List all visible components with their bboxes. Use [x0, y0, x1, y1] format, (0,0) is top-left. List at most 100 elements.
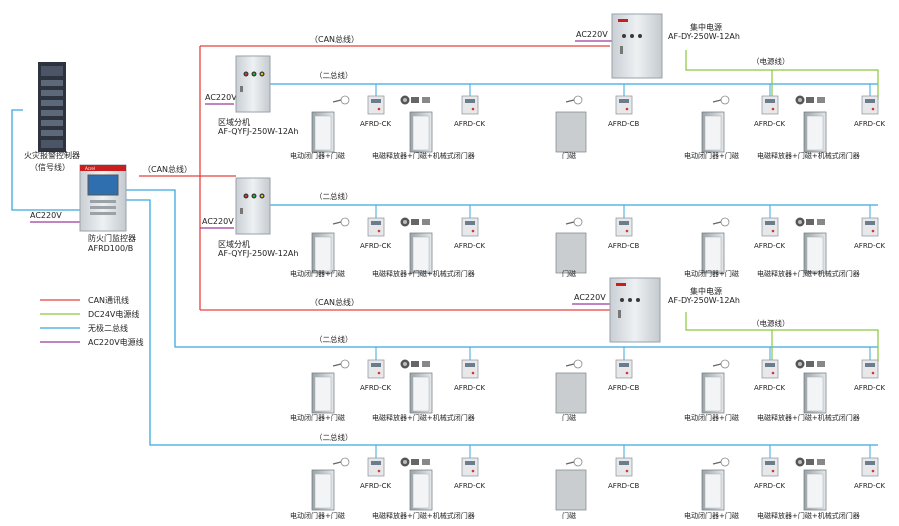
dc24v-lines [685, 50, 879, 362]
legend-label-bus2: 无极二总线 [88, 323, 128, 333]
monitor-can-label: （CAN总线） [143, 164, 192, 174]
door-electric-r4d [701, 469, 725, 511]
label-electric-r2d: 电动闭门器+门磁 [684, 269, 739, 278]
module-ck-r3b-label: AFRD-CK [454, 384, 485, 392]
region-unit-2-model: AF-QYFJ-250W-12Ah [218, 249, 298, 258]
module-cb-r1c-label: AFRD-CB [608, 120, 639, 128]
region-unit-2-name: 区域分机 [218, 239, 250, 249]
label-contact-r2c: 门磁 [562, 269, 576, 278]
door-electric-r4a [311, 469, 335, 511]
door-release-r2e [803, 232, 827, 274]
door-contact-r2c [555, 232, 587, 274]
can-bus-label-2: （CAN总线） [310, 297, 359, 307]
monitor-name: 防火门监控器 [88, 233, 136, 243]
door-electric-r3a [311, 372, 335, 414]
release-icon-r2e [795, 217, 825, 227]
fire-alarm-controller [38, 62, 66, 152]
module-cb-r3c: AFRD-CB [608, 359, 639, 392]
module-ck-r3e-label: AFRD-CK [854, 384, 885, 392]
module-ck-r1e-label: AFRD-CK [854, 120, 885, 128]
fire-alarm-signal-label: （信号线） [30, 162, 70, 172]
central-power-2 [609, 277, 661, 343]
door-release-r1e [803, 111, 827, 153]
closer-icon-r1d [712, 95, 730, 105]
contact-icon-r3c [565, 359, 583, 369]
ac220-lines [30, 40, 612, 305]
module-ck-r3e: AFRD-CK [854, 359, 885, 392]
module-ck-r4e-label: AFRD-CK [854, 482, 885, 490]
label-electric-r3a: 电动闭门器+门磁 [290, 413, 345, 422]
label-contact-r1c: 门磁 [562, 151, 576, 160]
release-icon-r4e [795, 457, 825, 467]
closer-icon-r4a [332, 457, 350, 467]
label-release-r1b: 电磁释放器+门磁+机械式闭门器 [372, 151, 475, 160]
door-release-r1b [409, 111, 433, 153]
release-icon-r4b [400, 457, 430, 467]
contact-icon-r4c [565, 457, 583, 467]
release-icon-r1e [795, 95, 825, 105]
module-ck-r3b: AFRD-CK [454, 359, 485, 392]
central-power-2-model: AF-DY-250W-12Ah [668, 296, 740, 305]
bus2-label-3: （二总线） [315, 334, 353, 344]
bus2-label-2: （二总线） [315, 191, 353, 201]
device-rows: AFRD-CK 电动闭门器+门磁 AFRD-CK 电磁释放器+门磁+机械式闭门器 AFR… [290, 84, 885, 520]
release-icon-r1b [400, 95, 430, 105]
label-release-r2e: 电磁释放器+门磁+机械式闭门器 [757, 269, 860, 278]
can-bus-label-1: （CAN总线） [310, 34, 359, 44]
ac220-label-1: AC220V [576, 30, 608, 39]
release-icon-r2b [400, 217, 430, 227]
legend-label-dc24v: DC24V电源线 [88, 309, 139, 319]
closer-icon-r4d [712, 457, 730, 467]
can-bus-lines [139, 45, 610, 311]
door-electric-r2d [701, 232, 725, 274]
region-unit-1-model: AF-QYFJ-250W-12Ah [218, 127, 298, 136]
fire-alarm-label: 火灾报警控制器 [24, 150, 80, 160]
legend-label-ac220: AC220V电源线 [88, 337, 144, 347]
label-release-r4e: 电磁释放器+门磁+机械式闭门器 [757, 511, 860, 520]
legend-label-can: CAN通讯线 [88, 295, 129, 305]
ac220-label-5: AC220V [30, 211, 62, 220]
label-electric-r4a: 电动闭门器+门磁 [290, 511, 345, 520]
module-ck-r2d-label: AFRD-CK [754, 242, 785, 250]
closer-icon-r3a [332, 359, 350, 369]
fire-door-monitor: Acrel [79, 164, 127, 232]
monitor-brand: Acrel [85, 166, 95, 171]
door-electric-r1a [311, 111, 335, 153]
label-release-r3b: 电磁释放器+门磁+机械式闭门器 [372, 413, 475, 422]
module-ck-r2a: AFRD-CK [360, 217, 391, 250]
central-power-1-name: 集中电源 [690, 22, 722, 32]
label-release-r4b: 电磁释放器+门磁+机械式闭门器 [372, 511, 475, 520]
module-ck-r1e: AFRD-CK [854, 95, 885, 128]
label-release-r2b: 电磁释放器+门磁+机械式闭门器 [372, 269, 475, 278]
label-contact-r3c: 门磁 [562, 413, 576, 422]
module-ck-r4b: AFRD-CK [454, 457, 485, 490]
closer-icon-r3d [712, 359, 730, 369]
module-ck-r4a-label: AFRD-CK [360, 482, 391, 490]
module-cb-r1c: AFRD-CB [608, 95, 639, 128]
module-ck-r4d-label: AFRD-CK [754, 482, 785, 490]
label-electric-r1d: 电动闭门器+门磁 [684, 151, 739, 160]
module-ck-r2b-label: AFRD-CK [454, 242, 485, 250]
monitor-model: AFRD100/B [88, 244, 133, 253]
module-ck-r2e: AFRD-CK [854, 217, 885, 250]
module-ck-r3d-label: AFRD-CK [754, 384, 785, 392]
label-release-r3e: 电磁释放器+门磁+机械式闭门器 [757, 413, 860, 422]
label-release-r1e: 电磁释放器+门磁+机械式闭门器 [757, 151, 860, 160]
label-electric-r4d: 电动闭门器+门磁 [684, 511, 739, 520]
power-line-label-2: （电源线） [752, 318, 790, 328]
closer-icon-r2d [712, 217, 730, 227]
door-electric-r3d [701, 372, 725, 414]
module-cb-r4c: AFRD-CB [608, 457, 639, 490]
label-electric-r2a: 电动闭门器+门磁 [290, 269, 345, 278]
module-ck-r1a: AFRD-CK [360, 95, 391, 128]
contact-icon-r2c [565, 217, 583, 227]
region-unit-2 [235, 177, 271, 235]
ac220-label-3: AC220V [202, 217, 234, 226]
power-line-label-1: （电源线） [752, 56, 790, 66]
module-ck-r2d: AFRD-CK [754, 217, 785, 250]
door-contact-r3c [555, 372, 587, 414]
module-ck-r3d: AFRD-CK [754, 359, 785, 392]
door-release-r3e [803, 372, 827, 414]
door-release-r3b [409, 372, 433, 414]
